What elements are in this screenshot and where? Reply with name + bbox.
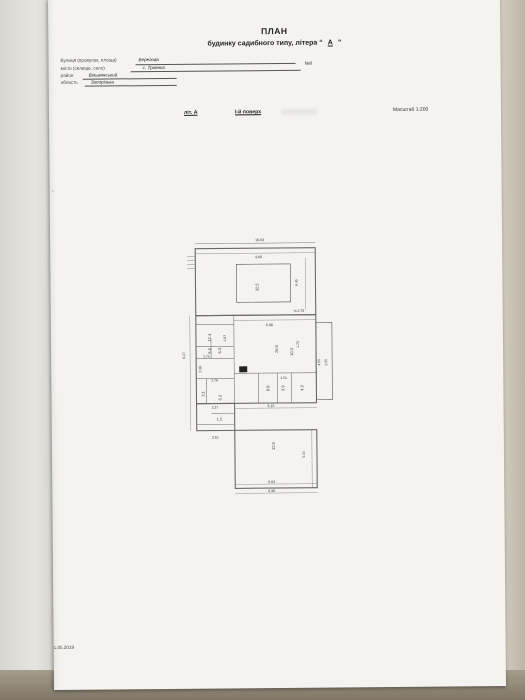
plan-dim: 6.45 — [294, 279, 298, 286]
plan-dim: 9.60 — [255, 255, 262, 259]
plan-dim-line — [195, 242, 316, 244]
plan-wall-bottom-room — [234, 429, 318, 489]
room-label: 12.4 — [207, 333, 212, 342]
plan-dim: 1.73 — [296, 341, 300, 348]
plan-dim-line — [234, 407, 317, 409]
room-label: 25.9 — [274, 344, 279, 353]
plan-dim-line — [233, 319, 316, 321]
plan-dim: 6.90 — [268, 489, 275, 493]
room-label: 6.3 — [217, 394, 222, 400]
room-label: 12.9 — [271, 441, 276, 450]
plan-inner-square — [235, 263, 291, 303]
plan-wall-porch — [315, 322, 333, 401]
plan-dim: 1.51 — [280, 376, 287, 380]
room-label: 32.5 — [254, 283, 259, 292]
plan-dim: 10.03 — [255, 238, 264, 242]
plan-dim: 2.55 — [324, 359, 328, 366]
plan-stairs — [187, 256, 196, 270]
plan-dim: 4.55 — [317, 359, 321, 366]
room-label: 1.5 — [217, 416, 223, 421]
room-label: 10.3 — [289, 347, 294, 356]
plan-dim: 6.04 — [268, 480, 275, 484]
plan-line — [234, 402, 317, 404]
room-label: 5.6 — [207, 347, 212, 353]
plan-dim-line — [235, 483, 318, 485]
room-label: 8.8 — [265, 385, 270, 391]
document-page: ПЛАН будинку садибного типу, літера “А” … — [48, 0, 507, 690]
plan-dim: 1.87 — [223, 335, 227, 342]
plan-dim: 2.37 — [212, 406, 219, 410]
plan-stair-marker — [239, 366, 248, 373]
room-label: 3.1 — [200, 390, 205, 396]
room-label: 4.3 — [299, 384, 304, 390]
floor-plan-drawing: 10.03 9.60 6.08 5.16 6.90 6.04 9.27 2.76… — [182, 238, 333, 494]
room-label: 5.3 — [217, 347, 222, 353]
plan-wall-middle-block — [195, 314, 318, 405]
room-label: 3.9 — [280, 385, 285, 391]
plan-dim: 6.08 — [266, 323, 273, 327]
plan-dim: 2.76 — [211, 379, 218, 383]
plan-dim: 1.75 — [203, 355, 210, 359]
plan-dim: 3.10 — [212, 436, 219, 440]
document-date: 1.05.2019 — [53, 644, 75, 650]
plan-dim: 2.38 — [198, 366, 202, 373]
plan-dim: 9.27 — [182, 352, 186, 359]
plan-dim: 5.16 — [268, 404, 275, 408]
plan-dim: 5.00 — [302, 451, 306, 458]
plan-line — [234, 372, 317, 374]
plan-dim: h=2.70 — [294, 309, 305, 313]
plan-dim-line — [235, 492, 318, 494]
plan-dim-line — [189, 315, 191, 431]
plan-dim-line — [311, 429, 313, 488]
plan-dim-line — [195, 252, 316, 254]
plan-line — [233, 315, 235, 404]
